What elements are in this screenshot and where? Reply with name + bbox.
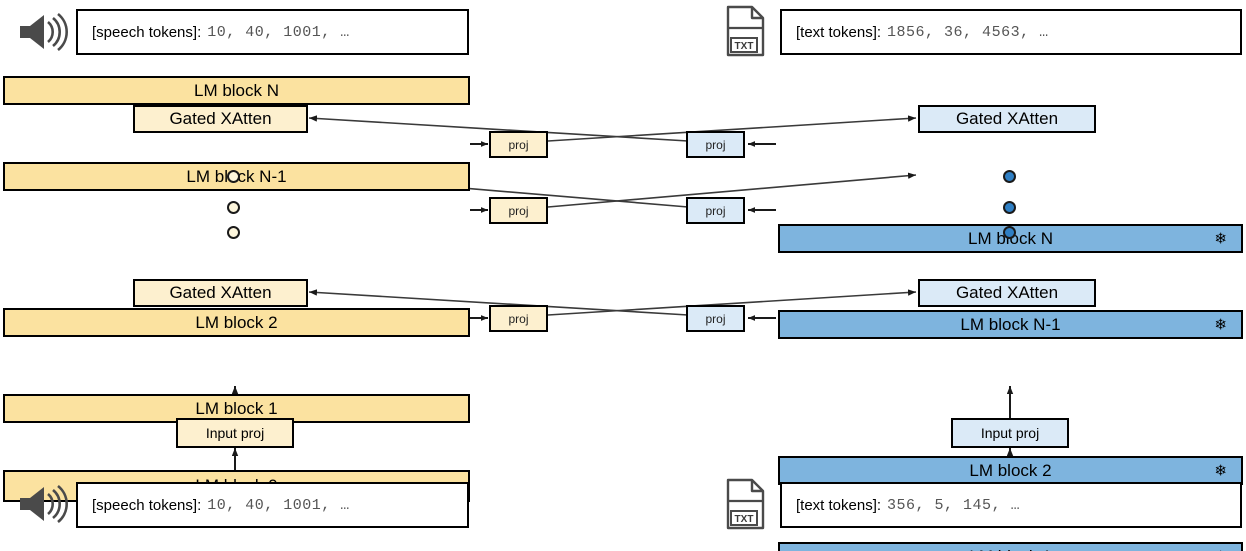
speech-lm-block-n: LM block N (3, 76, 470, 105)
speech-ellipsis-dot (227, 226, 240, 239)
top-text-token-box: [text tokens]: 1856, 36, 4563, … (780, 9, 1242, 55)
speech-lm-block-2: LM block 2 (3, 308, 470, 337)
svg-text:TXT: TXT (735, 41, 754, 52)
speech-proj-top: proj (489, 131, 548, 158)
text-lm-block-2-label: LM block 2 (969, 460, 1052, 480)
bottom-speech-icon (14, 480, 68, 528)
text-lm-block-1: LM block 1 ❄ (778, 542, 1243, 551)
text-input-proj-label: Input proj (980, 425, 1040, 441)
bottom-speech-token-values: 10, 40, 1001, … (207, 496, 350, 514)
speech-lm-block-1-label: LM block 1 (195, 398, 278, 418)
speech-proj-bottom-label: proj (508, 311, 529, 326)
speech-gated-xatten-bottom-label: Gated XAtten (169, 283, 272, 302)
text-ellipsis-dot (1003, 201, 1016, 214)
text-gated-xatten-bottom: Gated XAtten (918, 279, 1096, 307)
text-gated-xatten-bottom-label: Gated XAtten (955, 283, 1059, 302)
bottom-text-icon: TXT (722, 477, 768, 531)
top-speech-token-box: [speech tokens]: 10, 40, 1001, … (76, 9, 469, 55)
speech-lm-block-2-label: LM block 2 (195, 312, 278, 332)
text-proj-bottom: proj (686, 305, 745, 332)
text-proj-top: proj (686, 131, 745, 158)
bottom-speech-token-box: [speech tokens]: 10, 40, 1001, … (76, 482, 469, 528)
text-lm-block-1-label: LM block 1 (969, 547, 1051, 551)
text-gated-xatten-top: Gated XAtten (918, 105, 1096, 133)
top-speech-token-label: [speech tokens]: (92, 23, 202, 41)
speech-input-proj: Input proj (176, 418, 294, 448)
speech-proj-middle-label: proj (508, 203, 529, 218)
text-proj-middle: proj (686, 197, 745, 224)
speech-gated-xatten-top: Gated XAtten (133, 105, 308, 133)
text-ellipsis-dot (1003, 226, 1016, 239)
top-speech-token-values: 10, 40, 1001, … (207, 23, 350, 41)
speech-gated-xatten-top-label: Gated XAtten (169, 109, 272, 128)
top-text-icon: TXT (722, 4, 768, 58)
text-lm-block-2: LM block 2 ❄ (778, 456, 1243, 485)
speech-ellipsis-dot (227, 201, 240, 214)
text-proj-bottom-label: proj (705, 311, 726, 326)
text-gated-xatten-top-label: Gated XAtten (955, 109, 1059, 128)
speech-proj-top-label: proj (508, 137, 529, 152)
bottom-text-token-box: [text tokens]: 356, 5, 145, … (780, 482, 1242, 528)
top-text-token-values: 1856, 36, 4563, … (887, 23, 1049, 41)
bottom-speech-token-label: [speech tokens]: (92, 496, 202, 514)
svg-text:TXT: TXT (735, 514, 754, 525)
speech-gated-xatten-bottom: Gated XAtten (133, 279, 308, 307)
top-speech-icon (14, 8, 68, 56)
snowflake-icon: ❄ (1214, 230, 1227, 247)
text-lm-block-n-minus-1-label: LM block N-1 (960, 314, 1061, 334)
speech-proj-middle: proj (489, 197, 548, 224)
text-input-proj: Input proj (951, 418, 1069, 448)
speech-lm-block-n-label: LM block N (193, 80, 280, 100)
speech-proj-bottom: proj (489, 305, 548, 332)
text-ellipsis-dot (1003, 170, 1016, 183)
speech-ellipsis-dot (227, 170, 240, 183)
bottom-text-token-values: 356, 5, 145, … (887, 496, 1021, 514)
snowflake-icon: ❄ (1214, 549, 1227, 551)
text-proj-middle-label: proj (705, 203, 726, 218)
bottom-text-token-label: [text tokens]: (796, 496, 882, 514)
text-proj-top-label: proj (705, 137, 726, 152)
snowflake-icon: ❄ (1214, 316, 1227, 333)
top-text-token-label: [text tokens]: (796, 23, 882, 41)
speech-input-proj-label: Input proj (205, 425, 265, 441)
text-lm-block-n-minus-1: LM block N-1 ❄ (778, 310, 1243, 339)
snowflake-icon: ❄ (1214, 462, 1227, 479)
